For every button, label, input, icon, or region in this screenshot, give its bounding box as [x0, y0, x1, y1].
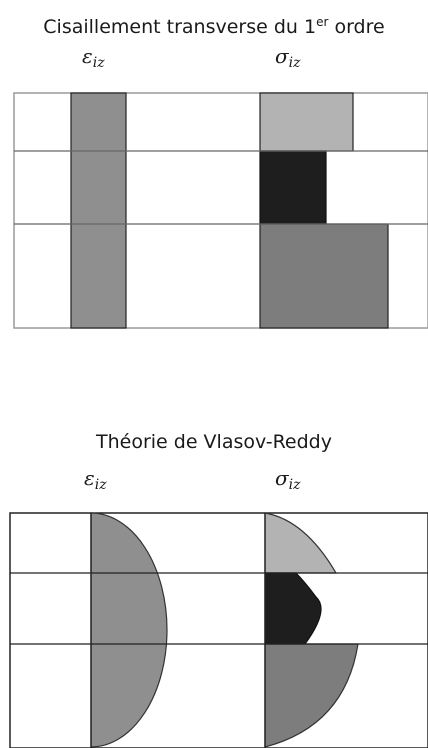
laminate-box	[9, 512, 428, 748]
stress-bottom-layer-curve	[264, 643, 359, 748]
strain-parabolic-distribution	[90, 512, 168, 748]
stress-middle-layer-block	[259, 150, 327, 225]
first-order-shear-diagram	[13, 92, 428, 329]
strain-distribution-bar	[70, 92, 127, 329]
stress-bottom-layer-block	[259, 223, 389, 329]
stress-symbol-label: σiz	[275, 466, 301, 493]
vlasov-reddy-diagram	[9, 512, 428, 748]
vlasov-reddy-title: Théorie de Vlasov-Reddy	[95, 431, 332, 453]
strain-symbol-label: εiz	[82, 44, 105, 71]
first-order-shear-panel: Cisaillement transverse du 1er ordre εiz…	[0, 0, 428, 350]
stress-top-layer-block	[259, 92, 354, 152]
title-tail-text: ordre	[328, 16, 385, 38]
title-main-text: Cisaillement transverse du 1	[43, 16, 317, 38]
strain-symbol-label: εiz	[84, 466, 107, 493]
title-superscript: er	[316, 15, 329, 29]
stress-middle-layer-curve	[264, 572, 322, 645]
stress-symbol-label: σiz	[275, 44, 301, 71]
first-order-shear-title: Cisaillement transverse du 1er ordre	[0, 10, 428, 39]
vlasov-reddy-panel: Théorie de Vlasov-Reddy εiz σiz	[0, 410, 428, 748]
